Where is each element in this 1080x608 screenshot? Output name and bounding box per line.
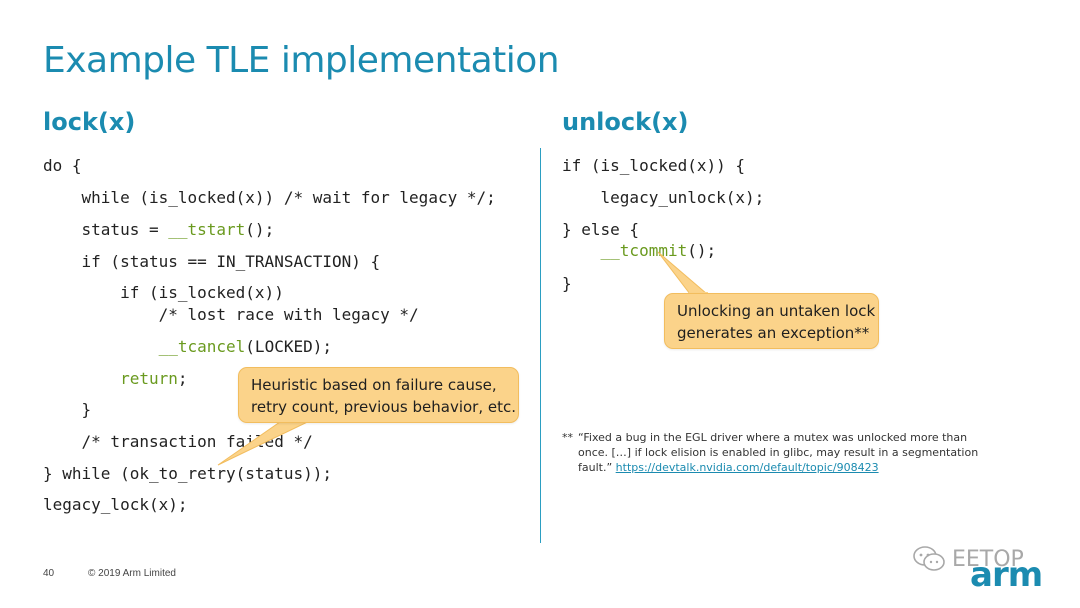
footnote-text: “Fixed a bug in the EGL driver where a m… — [578, 431, 979, 474]
chat-bubble-icon — [913, 546, 945, 571]
callout-pointer — [217, 415, 323, 466]
watermark-text: EETOP — [952, 546, 1024, 572]
code-line: } while (ok_to_retry(status)); — [43, 464, 332, 483]
code-keyword: return — [120, 369, 178, 388]
arm-logo: arm — [970, 555, 1043, 595]
footnote-mark: ** — [562, 431, 573, 444]
callout-text: Unlocking an untaken lock — [677, 302, 876, 320]
exception-callout: Unlocking an untaken lock generates an e… — [664, 293, 879, 349]
lock-heading: lock(x) — [43, 108, 136, 136]
code-line: if (is_locked(x)) — [43, 283, 284, 302]
code-line: /* lost race with legacy */ — [43, 305, 419, 324]
code-line: legacy_unlock(x); — [562, 188, 765, 207]
code-line: if (is_locked(x)) { — [562, 156, 746, 175]
callout-text: retry count, previous behavior, etc. — [251, 398, 517, 416]
watermark: EETOP — [912, 545, 1024, 573]
code-line: } — [43, 400, 92, 419]
code-line: while (is_locked(x)) /* wait for legacy … — [43, 188, 496, 207]
callout-text: Heuristic based on failure cause, — [251, 376, 497, 394]
code-line: __tcancel(LOCKED); — [158, 337, 332, 356]
code-line: do { — [43, 156, 82, 175]
copyright: © 2019 Arm Limited — [88, 568, 176, 579]
code-line: } else { — [562, 220, 640, 239]
code-line: __tcommit(); — [600, 241, 717, 260]
unlock-heading: unlock(x) — [562, 108, 689, 136]
code-keyword: __tcancel — [158, 337, 246, 356]
code-line: legacy_lock(x); — [43, 495, 188, 514]
slide-title: Example TLE implementation — [43, 40, 560, 81]
footnote: ** “Fixed a bug in the EGL driver where … — [562, 430, 992, 475]
code-line: if (status == IN_TRANSACTION) { — [43, 252, 381, 271]
page-number: 40 — [43, 568, 55, 579]
code-line: status = __tstart(); — [43, 220, 275, 239]
code-keyword: __tstart — [168, 220, 246, 239]
heuristic-callout: Heuristic based on failure cause, retry … — [238, 367, 519, 423]
code-line: return; — [120, 369, 188, 388]
callout-text: generates an exception** — [677, 324, 870, 342]
footnote-link[interactable]: https://devtalk.nvidia.com/default/topic… — [615, 461, 879, 474]
column-divider — [540, 148, 541, 543]
code-keyword: __tcommit — [600, 241, 688, 260]
code-line: } — [562, 274, 572, 293]
